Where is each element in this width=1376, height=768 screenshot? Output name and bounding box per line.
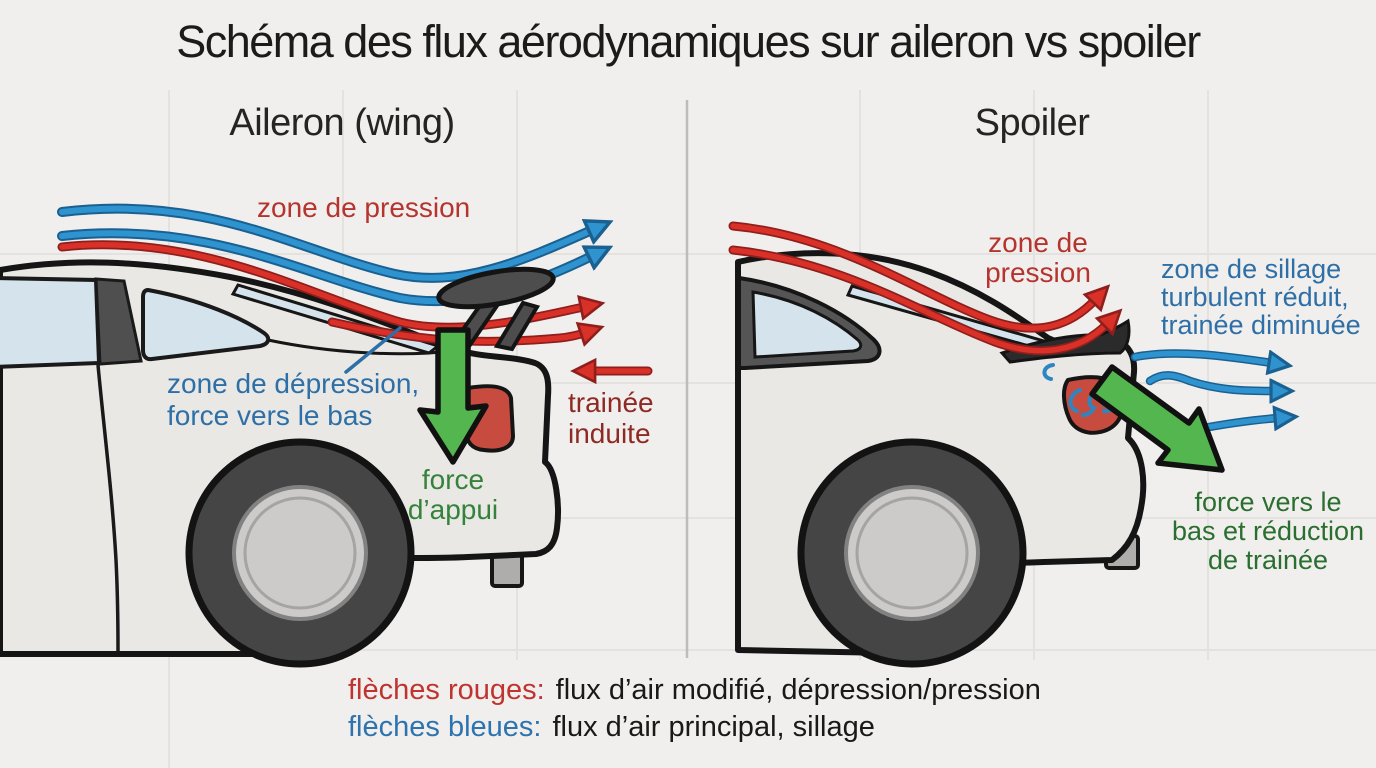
right-wheel-rim — [844, 485, 980, 621]
left-panel-title: Aileron (wing) — [229, 102, 455, 144]
wake-zone-label-line3: trainée diminuée — [1161, 310, 1361, 340]
downforce-label-left: force d’appui — [377, 465, 529, 525]
legend-blue-term: flèches bleues: — [348, 711, 542, 743]
left-pressure-zone-label: zone de pression — [257, 192, 471, 223]
legend-blue-desc: flux d’air principal, sillage — [552, 711, 875, 743]
left-depression-label: zone de dépression, force vers le bas — [167, 368, 419, 432]
depression-leader-line — [344, 326, 402, 374]
legend-red-desc: flux d’air modifié, dépression/pression — [555, 674, 1041, 706]
left-quarter-window — [141, 287, 271, 362]
induced-drag-label: trainée induite — [568, 387, 654, 449]
wake-zone-label-line2: turbulent réduit, — [1161, 282, 1349, 312]
downforce-label-right-line3: de trainée — [1207, 545, 1329, 575]
downforce-label-left-line2: d’appui — [407, 494, 499, 525]
wake-zone-label: zone de sillage turbulent réduit, trainé… — [1161, 255, 1361, 339]
induced-drag-label-line2: induite — [568, 418, 651, 449]
downforce-label-right-line2: bas et réduction — [1171, 516, 1365, 546]
left-door-window — [0, 276, 102, 369]
downforce-label-left-line1: force — [421, 464, 485, 495]
downforce-label-right: force vers le bas et réduction de trainé… — [1156, 488, 1376, 575]
left-door-seam — [96, 364, 120, 652]
blue-wake-arrows — [1130, 349, 1278, 434]
right-pressure-zone-label: zone de pression — [962, 228, 1114, 288]
left-wheel-rim-detail — [243, 496, 357, 610]
diagram-title: Schéma des flux aérodynamiques sur ailer… — [176, 16, 1201, 67]
right-pressure-zone-label-line2: pression — [985, 257, 1091, 288]
right-airflow-arrows — [728, 221, 1278, 434]
right-pressure-zone-label-line1: zone de — [988, 227, 1088, 258]
wing-strut-rear — [493, 300, 541, 352]
right-wheel-rim-detail — [855, 496, 969, 610]
left-b-pillar — [94, 277, 143, 366]
right-quarter-window-glass — [751, 290, 863, 359]
wing-airfoil — [436, 266, 556, 310]
legend: flèches rouges: flux d’air modifié, dépre… — [348, 672, 1041, 746]
left-airflow-arrows — [57, 203, 653, 385]
legend-blue-row: flèches bleues: flux d’air principal, sil… — [348, 709, 1041, 746]
legend-red-term: flèches rouges: — [348, 674, 545, 706]
wake-zone-label-line1: zone de sillage — [1161, 254, 1342, 284]
left-shoulder-line — [267, 338, 453, 356]
downforce-arrow-left — [417, 327, 489, 465]
downforce-label-right-line1: force vers le — [1194, 487, 1342, 517]
left-depression-label-line2: force vers le bas — [167, 400, 373, 431]
induced-drag-label-line1: trainée — [568, 387, 654, 418]
red-flow-arrows-right — [728, 221, 1123, 356]
downforce-arrow-right — [1089, 364, 1225, 473]
left-wheel-rim — [232, 485, 368, 621]
legend-red-row: flèches rouges: flux d’air modifié, dépre… — [348, 672, 1041, 709]
blue-flow-arrows-left — [57, 203, 592, 307]
left-depression-label-line1: zone de dépression, — [167, 368, 420, 399]
right-panel-title: Spoiler — [974, 102, 1090, 144]
